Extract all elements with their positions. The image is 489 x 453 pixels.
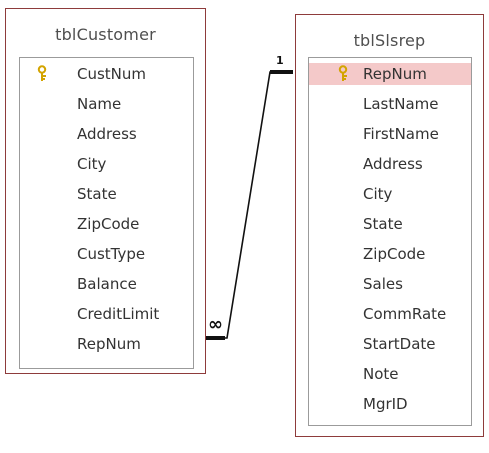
customer-field-repnum[interactable]: RepNum <box>20 333 193 355</box>
customer-field-state-label: State <box>77 185 117 203</box>
slsrep-field-firstname-label: FirstName <box>363 125 439 143</box>
many-label: ∞ <box>208 314 223 335</box>
customer-field-custnum-label: CustNum <box>77 65 147 83</box>
slsrep-table-title: tblSlsrep <box>353 31 426 50</box>
slsrep-field-lastname[interactable]: LastName <box>309 93 471 115</box>
slsrep-field-zipcode[interactable]: ZipCode <box>309 243 471 265</box>
customer-field-custtype[interactable]: CustType <box>20 243 193 265</box>
slsrep-field-city[interactable]: City <box>309 183 471 205</box>
customer-field-balance[interactable]: Balance <box>20 273 193 295</box>
slsrep-field-city-label: City <box>363 185 393 203</box>
customer-field-city-label: City <box>77 155 107 173</box>
slsrep-field-note[interactable]: Note <box>309 363 471 385</box>
slsrep-field-startdate-label: StartDate <box>363 335 436 353</box>
customer-field-zipcode[interactable]: ZipCode <box>20 213 193 235</box>
slsrep-field-commrate[interactable]: CommRate <box>309 303 471 325</box>
slsrep-field-address-label: Address <box>363 155 423 173</box>
slsrep-field-address[interactable]: Address <box>309 153 471 175</box>
customer-table-window[interactable]: tblCustomer CustNum Name Address City St… <box>5 8 206 374</box>
customer-field-address[interactable]: Address <box>20 123 193 145</box>
customer-field-city[interactable]: City <box>20 153 193 175</box>
slsrep-field-sales[interactable]: Sales <box>309 273 471 295</box>
customer-field-repnum-label: RepNum <box>77 335 141 353</box>
customer-field-custtype-label: CustType <box>77 245 146 263</box>
customer-field-creditlimit[interactable]: CreditLimit <box>20 303 193 325</box>
slsrep-field-list[interactable]: RepNum LastName FirstName Address City S… <box>308 57 472 426</box>
customer-field-custnum[interactable]: CustNum <box>20 63 193 85</box>
customer-field-name[interactable]: Name <box>20 93 193 115</box>
customer-field-balance-label: Balance <box>77 275 137 293</box>
customer-field-state[interactable]: State <box>20 183 193 205</box>
slsrep-field-zipcode-label: ZipCode <box>363 245 426 263</box>
slsrep-field-state[interactable]: State <box>309 213 471 235</box>
key-icon <box>338 65 348 81</box>
slsrep-table-window[interactable]: tblSlsrep RepNum LastName FirstName Addr… <box>295 14 484 437</box>
customer-field-creditlimit-label: CreditLimit <box>77 305 160 323</box>
slsrep-field-repnum[interactable]: RepNum <box>309 63 471 85</box>
slsrep-field-startdate[interactable]: StartDate <box>309 333 471 355</box>
slsrep-field-state-label: State <box>363 215 403 233</box>
slsrep-field-mgrid-label: MgrID <box>363 395 408 413</box>
one-label: 1 <box>276 54 284 67</box>
slsrep-field-mgrid[interactable]: MgrID <box>309 393 471 415</box>
customer-field-name-label: Name <box>77 95 122 113</box>
customer-field-zipcode-label: ZipCode <box>77 215 140 233</box>
key-icon <box>37 65 47 81</box>
slsrep-field-note-label: Note <box>363 365 399 383</box>
slsrep-field-lastname-label: LastName <box>363 95 439 113</box>
customer-field-list[interactable]: CustNum Name Address City State ZipCode … <box>19 57 194 369</box>
slsrep-field-firstname[interactable]: FirstName <box>309 123 471 145</box>
slsrep-field-sales-label: Sales <box>363 275 403 293</box>
slsrep-field-repnum-label: RepNum <box>363 65 427 83</box>
customer-table-title: tblCustomer <box>55 25 156 44</box>
customer-field-address-label: Address <box>77 125 137 143</box>
slsrep-field-commrate-label: CommRate <box>363 305 447 323</box>
